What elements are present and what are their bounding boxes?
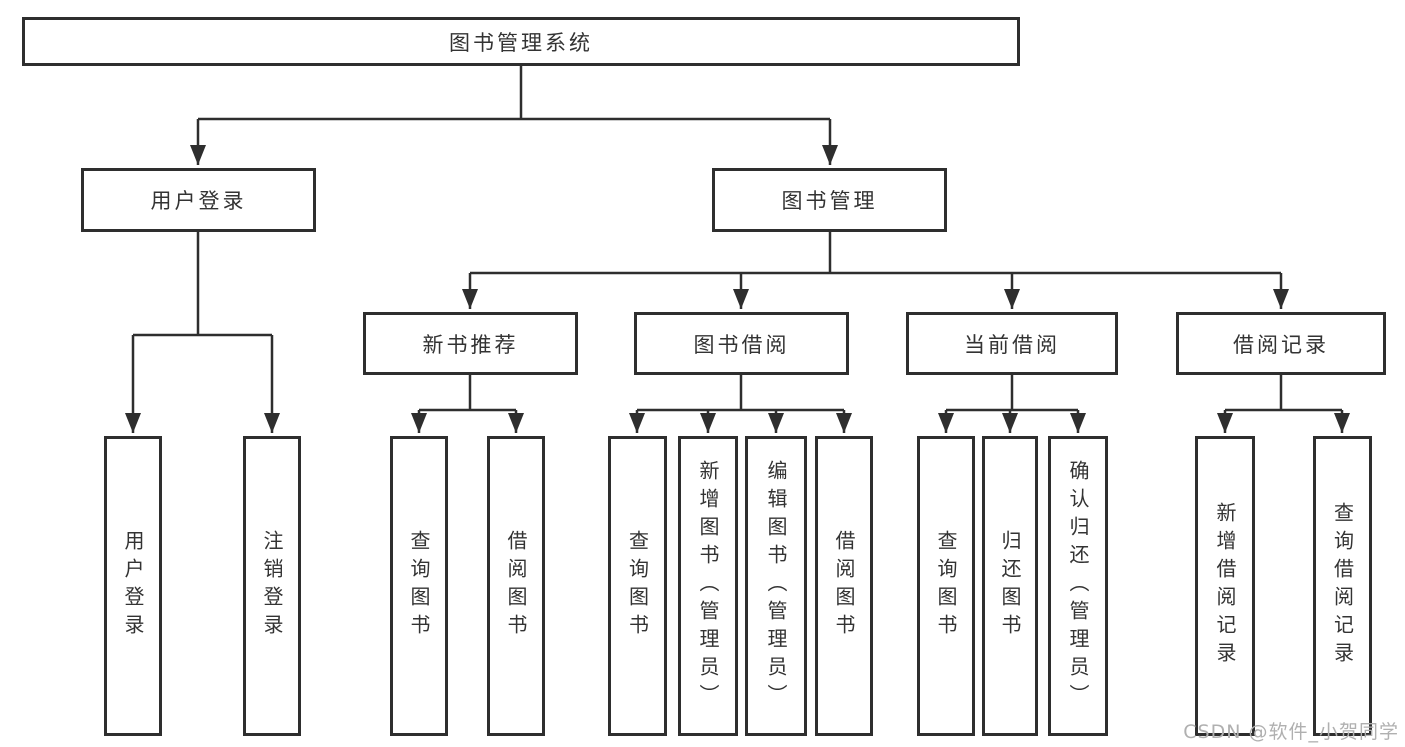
node-leaf-query-books-1: 查询图书 [390, 436, 448, 736]
node-leaf-add-borrow-record: 新增借阅记录 [1195, 436, 1255, 736]
node-current-borrow: 当前借阅 [906, 312, 1118, 375]
node-leaf-borrow-books-1: 借阅图书 [487, 436, 545, 736]
node-leaf-add-books-admin: 新增图书（管理员） [678, 436, 738, 736]
node-label: 确认归还（管理员） [1066, 460, 1090, 712]
node-user-login: 用户登录 [81, 168, 316, 232]
node-label: 图书借阅 [693, 332, 790, 357]
node-leaf-query-borrow-record: 查询借阅记录 [1313, 436, 1372, 736]
node-book-borrow: 图书借阅 [634, 312, 849, 375]
node-leaf-query-books-2: 查询图书 [608, 436, 667, 736]
node-label: 新书推荐 [422, 332, 519, 357]
node-library-management-system: 图书管理系统 [22, 17, 1020, 66]
node-leaf-logout: 注销登录 [243, 436, 301, 736]
node-leaf-user-login: 用户登录 [104, 436, 162, 736]
node-label: 查询图书 [625, 530, 650, 642]
node-label: 当前借阅 [964, 332, 1060, 357]
node-label: 新增借阅记录 [1213, 502, 1237, 670]
node-label: 新增图书（管理员） [696, 460, 720, 712]
node-leaf-query-books-3: 查询图书 [917, 436, 975, 736]
node-label: 借阅记录 [1233, 332, 1329, 357]
node-label: 查询图书 [934, 530, 958, 642]
node-label: 注销登录 [260, 530, 284, 642]
node-leaf-borrow-books-2: 借阅图书 [815, 436, 873, 736]
node-leaf-edit-books-admin: 编辑图书（管理员） [745, 436, 807, 736]
node-label: 借阅图书 [832, 530, 856, 642]
node-leaf-return-books: 归还图书 [982, 436, 1038, 736]
node-leaf-confirm-return-admin: 确认归还（管理员） [1048, 436, 1108, 736]
node-book-management: 图书管理 [712, 168, 947, 232]
csdn-watermark: CSDN @软件_小贺同学 [1183, 721, 1399, 743]
node-borrow-records: 借阅记录 [1176, 312, 1386, 375]
node-label: 编辑图书（管理员） [764, 460, 788, 712]
node-label: 图书管理系统 [449, 30, 593, 55]
node-label: 图书管理 [781, 189, 878, 213]
node-label: 查询图书 [407, 530, 431, 642]
node-label: 归还图书 [998, 530, 1022, 642]
node-label: 查询借阅记录 [1330, 502, 1355, 670]
node-new-book-recommend: 新书推荐 [363, 312, 578, 375]
node-label: 用户登录 [150, 189, 247, 213]
node-label: 借阅图书 [504, 530, 528, 642]
node-label: 用户登录 [121, 530, 145, 642]
